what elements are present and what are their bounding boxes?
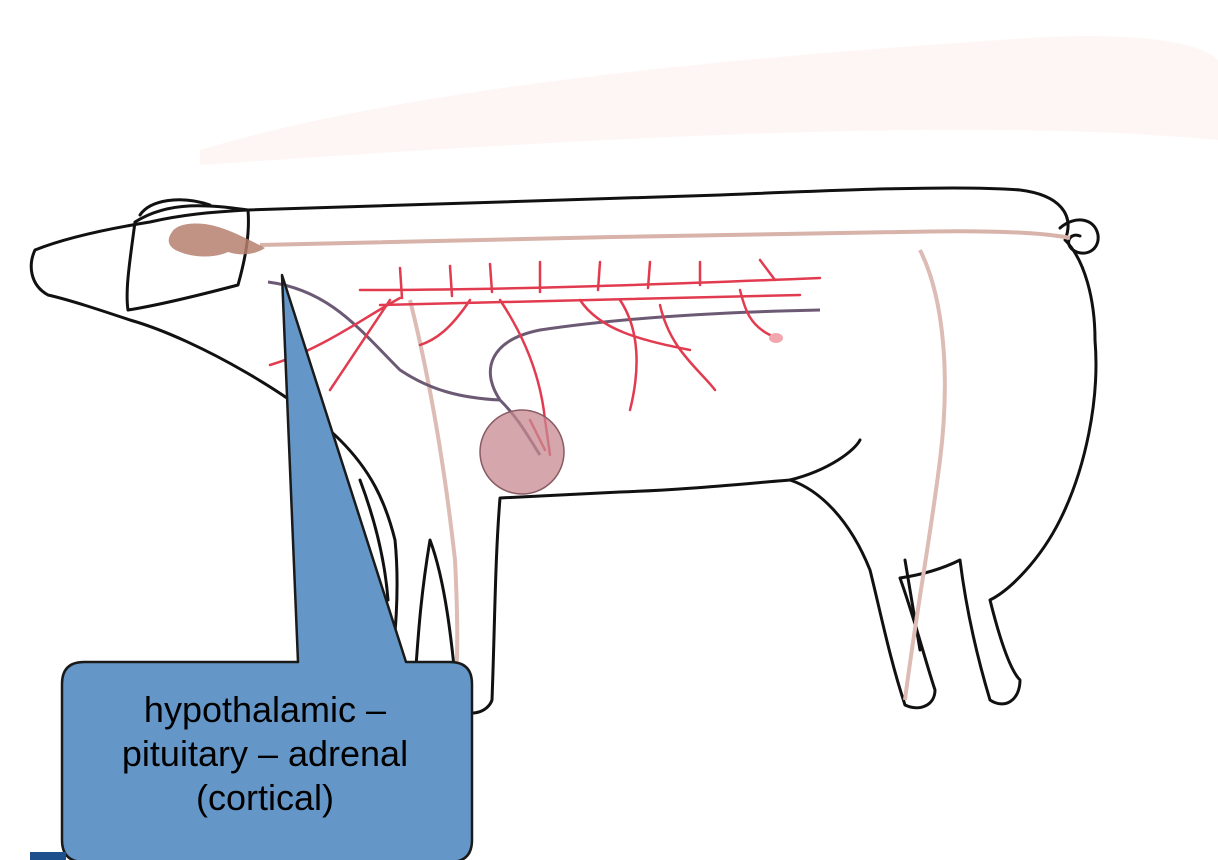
callout-line-3: (cortical) bbox=[60, 776, 470, 820]
callout-line-2: pituitary – adrenal bbox=[60, 732, 470, 776]
callout-label: hypothalamic – pituitary – adrenal (cort… bbox=[60, 688, 470, 820]
hind-limb-nerve bbox=[905, 250, 945, 700]
callout-shadow-edge bbox=[30, 852, 66, 860]
background-glow bbox=[200, 36, 1218, 165]
pituitary-gland bbox=[169, 224, 265, 257]
callout-line-1: hypothalamic – bbox=[60, 688, 470, 732]
kidney-spot bbox=[769, 333, 783, 343]
adrenal-gland bbox=[480, 410, 564, 494]
spinal-cord bbox=[260, 231, 1070, 245]
